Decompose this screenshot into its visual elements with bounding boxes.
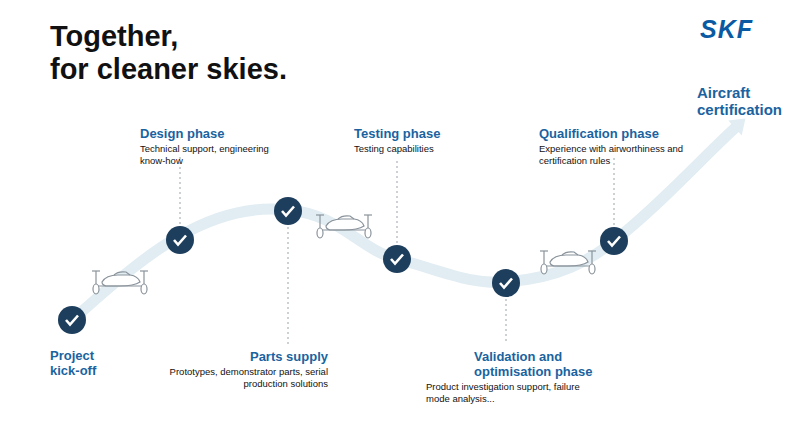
phase-description: Testing capabilities [354, 143, 484, 155]
phase-label: Design phaseTechnical support, engineeri… [140, 126, 280, 166]
checkpoints [58, 197, 628, 334]
brand-logo: SKF [700, 16, 753, 42]
leader-line [614, 158, 615, 225]
phase-description: Product investigation support, failure m… [426, 381, 606, 404]
leader-line [288, 227, 289, 344]
check-circle [600, 227, 628, 255]
check-circle [166, 226, 194, 254]
phase-description: Prototypes, demonstrator parts, serial p… [160, 366, 328, 389]
leader-lines [180, 156, 614, 344]
check-circle [383, 245, 411, 273]
title-line: for cleaner skies. [50, 53, 287, 86]
phase-description: Experience with airworthiness and certif… [539, 143, 699, 166]
title-line: Together, [50, 20, 287, 53]
phase-label: Parts supplyPrototypes, demonstrator par… [160, 349, 328, 389]
phase-label: Validation and optimisation phaseProduct… [426, 349, 606, 404]
phase-heading: Design phase [140, 126, 280, 141]
phase-description: Technical support, engineering know-how [140, 143, 280, 166]
diagram-title: Together, for cleaner skies. [50, 20, 287, 86]
check-circle [274, 197, 302, 225]
phase-heading: Project kick-off [50, 348, 120, 378]
phase-heading: Aircraft certification [697, 84, 792, 118]
phase-heading: Testing phase [354, 126, 484, 141]
leader-line [506, 299, 507, 344]
leader-line [397, 160, 398, 243]
drone-icon [316, 215, 372, 238]
curve-arrowhead [728, 119, 745, 136]
leader-line [180, 156, 181, 224]
phase-label: Aircraft certification [697, 84, 792, 118]
check-circle [492, 269, 520, 297]
phase-label: Qualification phaseExperience with airwo… [539, 126, 699, 166]
check-circle [58, 306, 86, 334]
drone-icon [540, 251, 596, 274]
phase-heading: Parts supply [160, 349, 328, 364]
phase-label: Project kick-off [50, 348, 120, 378]
phase-heading: Qualification phase [539, 126, 699, 141]
drone-icon [92, 271, 148, 294]
phase-heading: Validation and optimisation phase [426, 349, 606, 379]
journey-curve [72, 128, 735, 320]
phase-label: Testing phaseTesting capabilities [354, 126, 484, 155]
